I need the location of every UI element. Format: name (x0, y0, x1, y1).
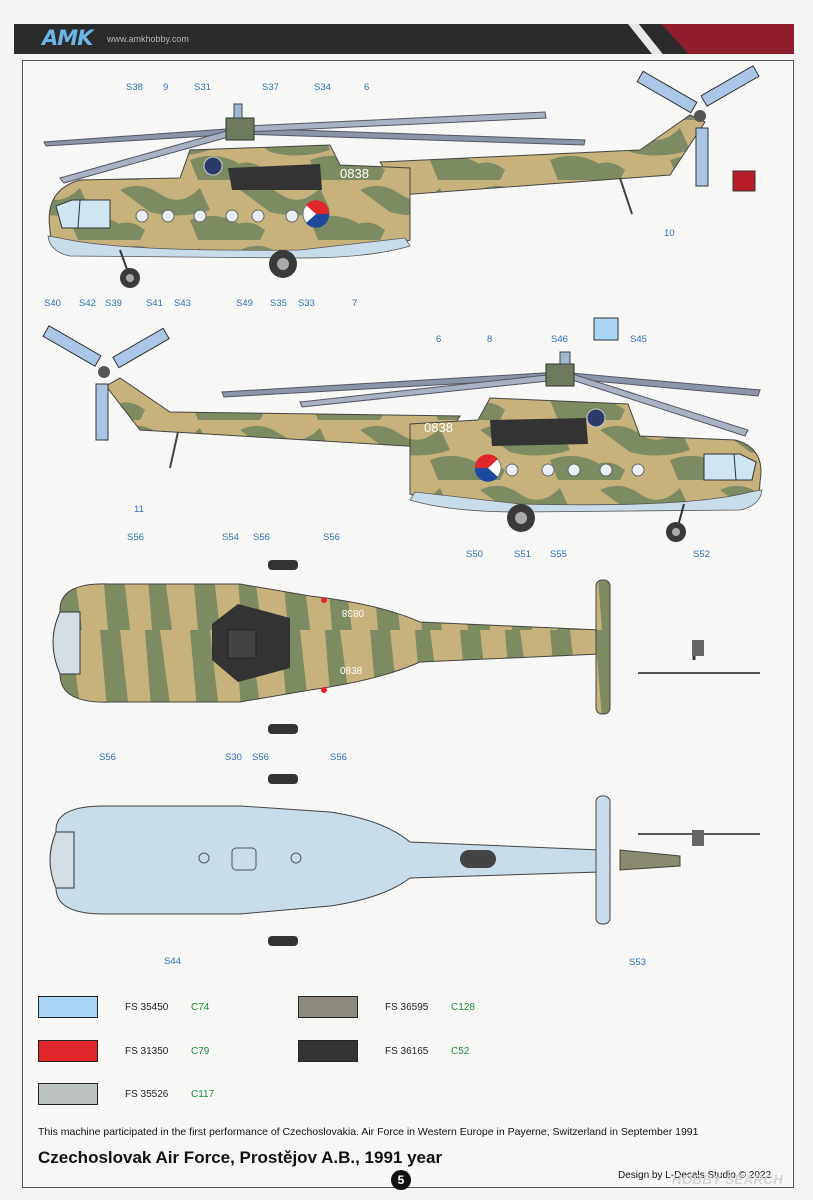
callout-label: S56 (330, 752, 347, 763)
left-landing-gear (119, 249, 297, 288)
amk-logo: AMK (42, 26, 93, 50)
czech-roundel-left (302, 200, 330, 228)
right-tail-rotor (42, 325, 170, 441)
callout-label: S43 (174, 298, 191, 309)
callout-label: S34 (314, 82, 331, 93)
swatch-fs31350 (38, 1040, 98, 1062)
swatch-fs36595 (298, 996, 358, 1018)
callout-label: S53 (629, 957, 646, 968)
swatch-fs35450 (38, 996, 98, 1018)
swatch-fs36165 (298, 1040, 358, 1062)
watermark: HOBBY SEARCH (672, 1172, 784, 1187)
right-portholes (505, 463, 645, 477)
legend-paint-code: C52 (451, 1046, 470, 1057)
right-main-rotor (221, 371, 761, 437)
callout-label: S46 (551, 334, 568, 345)
website-url[interactable]: www.amkhobby.com (107, 34, 189, 44)
callout-label: S38 (126, 82, 143, 93)
legend-fs-code: FS 35526 (125, 1089, 169, 1100)
callout-label: 6 (436, 334, 442, 345)
callout-label: 9 (163, 82, 169, 93)
left-side-view: 0838 (43, 65, 760, 288)
callout-label: S40 (44, 298, 61, 309)
legend-fs-code: FS 31350 (125, 1046, 169, 1057)
bottom-view (49, 774, 760, 946)
callout-label: 10 (664, 228, 675, 239)
callout-label: 7 (352, 298, 358, 309)
callout-label: S55 (550, 549, 567, 560)
callout-label: S56 (99, 752, 116, 763)
serial-right: 0838 (424, 420, 453, 435)
scheme-title: Czechoslovak Air Force, Prostějov A.B., … (38, 1148, 443, 1167)
callout-label: S56 (252, 752, 269, 763)
callout-label: S51 (514, 549, 531, 560)
serial-top-lower: 0838 (340, 666, 363, 677)
callout-label: S44 (164, 956, 181, 967)
callout-label: S41 (146, 298, 163, 309)
callout-label: S30 (225, 752, 242, 763)
callout-label: 8 (487, 334, 493, 345)
serial-top-upper: 0838 (341, 607, 364, 618)
swatch-fs35526 (38, 1083, 98, 1105)
callout-label: S35 (270, 298, 287, 309)
serial-left: 0838 (340, 166, 369, 181)
callout-label: S52 (693, 549, 710, 560)
left-tail-rotor (636, 65, 760, 187)
legend-fs-code: FS 36165 (385, 1046, 429, 1057)
legend-paint-code: C128 (451, 1002, 475, 1013)
legend-paint-code: C117 (191, 1089, 215, 1100)
page-number: 5 (391, 1170, 411, 1190)
callout-label: S42 (79, 298, 96, 309)
callout-label: S56 (127, 532, 144, 543)
callout-label: 11 (134, 504, 144, 515)
callout-label: S56 (323, 532, 340, 543)
history-note: This machine participated in the first p… (38, 1126, 699, 1138)
callout-label: S37 (262, 82, 279, 93)
top-view: 0838 0838 (52, 560, 760, 734)
czech-roundel-right (474, 454, 502, 482)
callout-label: S50 (466, 549, 483, 560)
callout-label: S45 (630, 334, 647, 345)
right-side-view: 0838 (42, 317, 763, 542)
legend-paint-code: C79 (191, 1046, 210, 1057)
design-credit: Design by L-Decals Studio © 2022 (618, 1170, 772, 1181)
callout-label: S31 (194, 82, 211, 93)
header-bar: AMK www.amkhobby.com (14, 24, 794, 54)
callout-label: S33 (298, 298, 315, 309)
legend-fs-code: FS 35450 (125, 1002, 169, 1013)
legend-fs-code: FS 36595 (385, 1002, 429, 1013)
legend-paint-code: C74 (191, 1002, 210, 1013)
callout-label: 6 (364, 82, 370, 93)
callout-label: S39 (105, 298, 122, 309)
left-portholes (135, 209, 299, 223)
right-landing-gear (507, 503, 686, 542)
callout-label: S49 (236, 298, 253, 309)
callout-label: S56 (253, 532, 270, 543)
callout-label: S54 (222, 532, 239, 543)
